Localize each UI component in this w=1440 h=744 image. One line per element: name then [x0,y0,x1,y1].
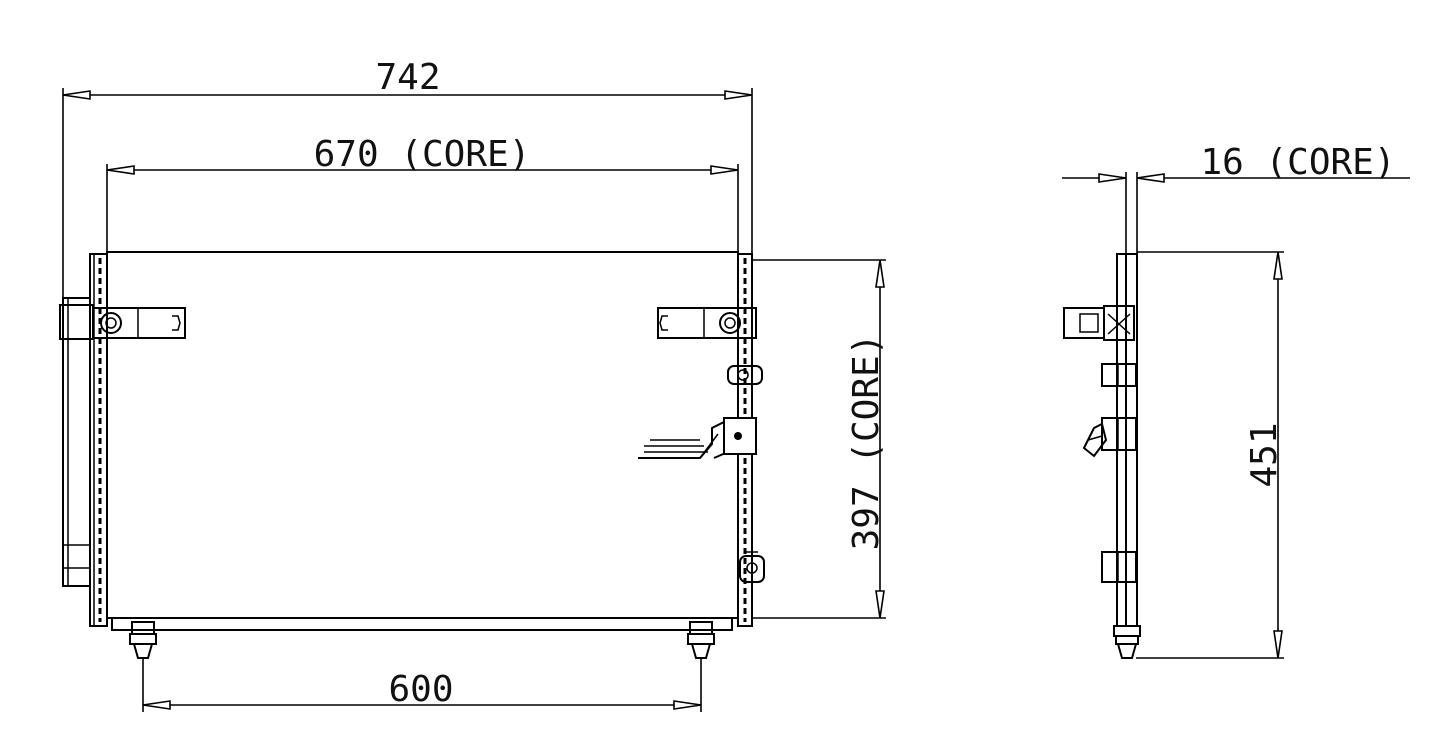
core-height-label: 397 (CORE) [846,334,887,551]
side-upper-bracket [1063,305,1135,341]
mount-spacing-dimension [142,658,702,712]
bottom-rail [111,617,733,631]
side-bottom-pin [1113,625,1141,659]
outlet-pipe-fitting [638,417,757,459]
overall-height-dimension [1136,251,1284,659]
core-depth-label: 16 (CORE) [1200,142,1395,183]
right-fitting-lower [739,551,765,583]
side-fitting-upper [1101,363,1137,387]
bottom-mount-pin-left [129,621,157,659]
core-depth-dimension [1062,172,1410,254]
right-mount-bracket [657,307,757,339]
receiver-drier [59,297,94,587]
side-view: 16 (CORE) 451 [1062,142,1410,659]
condenser-core [106,251,739,619]
overall-width-dimension [62,88,753,300]
overall-width-label: 742 [375,57,440,98]
mount-spacing-label: 600 [388,669,453,710]
front-view: 742 670 (CORE) 397 (CORE) 600 [59,57,887,712]
bottom-mount-pin-right [687,621,715,659]
core-width-dimension [106,164,739,252]
core-width-label: 670 (CORE) [314,134,531,175]
left-mount-bracket [92,307,186,339]
side-outlet-fitting [1082,417,1137,458]
right-fitting-upper [727,365,763,385]
core-height-dimension [752,259,886,619]
side-fitting-lower [1101,551,1137,583]
overall-height-label: 451 [1244,422,1285,487]
